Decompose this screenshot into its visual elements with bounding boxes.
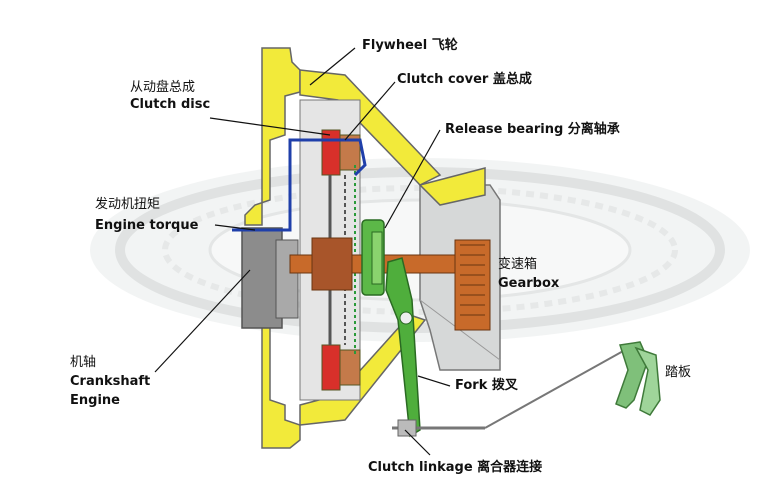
leader-lines	[154, 47, 451, 456]
flywheel-housing	[244, 47, 486, 449]
engine-torque-arrow	[232, 138, 367, 232]
linkage-rod	[392, 349, 626, 437]
label-release-bearing: Release bearing 分离轴承	[445, 122, 620, 137]
input-shaft	[289, 237, 491, 331]
label-clutch-disc-cn: 从动盘总成	[130, 80, 196, 95]
label-gearbox-en: Gearbox	[498, 276, 560, 291]
label-crankshaft-cn: 机轴	[70, 355, 97, 370]
release-bearing-shape	[361, 219, 385, 296]
label-engine: Engine	[70, 393, 120, 408]
label-engine-torque-cn: 发动机扭矩	[95, 197, 161, 212]
label-pedal: 踏板	[665, 365, 692, 380]
label-flywheel: Flywheel 飞轮	[362, 38, 458, 53]
label-crankshaft-en: Crankshaft	[70, 374, 151, 389]
label-clutch-linkage: Clutch linkage 离合器连接	[368, 460, 543, 475]
label-clutch-disc-en: Clutch disc	[130, 97, 211, 112]
label-clutch-cover: Clutch cover 盖总成	[397, 72, 532, 87]
crankshaft-block	[241, 227, 299, 329]
label-fork: Fork 拨叉	[455, 378, 518, 393]
label-gearbox-cn: 变速箱	[498, 257, 538, 272]
label-engine-torque-en: Engine torque	[95, 218, 199, 233]
pedal-shape	[615, 341, 661, 416]
